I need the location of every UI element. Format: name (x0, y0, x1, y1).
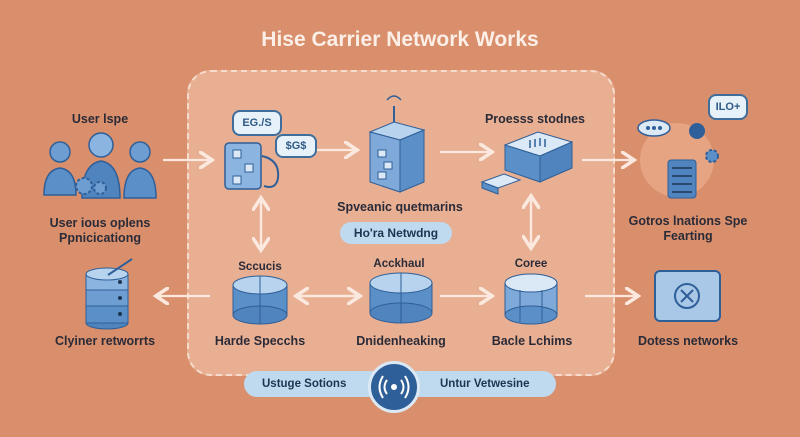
network-pill: Ho'ra Netwdng (340, 222, 452, 244)
middle-label: Spveanic quetmarins (337, 200, 463, 214)
bottom-left-text: Ustuge Sotions (262, 378, 347, 390)
networks-panel-icon (654, 270, 721, 322)
node-2-cylinder-icon (369, 272, 433, 324)
processor-icon (480, 131, 574, 195)
processor-label: Proesss stodnes (484, 112, 586, 126)
switch-icon (224, 142, 280, 190)
wifi-icon (368, 361, 420, 413)
node-3-cylinder-icon (504, 273, 558, 325)
diagram-title: Hise Carrier Network Works (261, 28, 539, 51)
speech-bubble-1: EG./S (232, 110, 282, 136)
node-3-label: Bacle Lchims (491, 334, 573, 348)
gateway-label: Gotros lnations Spe Fearting (628, 214, 748, 243)
flow-arrows (158, 150, 636, 296)
node-3-title: Coree (514, 258, 548, 270)
storage-label: Clyiner retworrts (54, 334, 156, 348)
storage-stack-icon (85, 258, 133, 330)
user-description: User ious oplens Ppnicicationg (49, 216, 151, 245)
node-1-cylinder-icon (232, 275, 288, 325)
gateway-icon (637, 119, 719, 199)
node-1-label: Harde Specchs (214, 334, 306, 348)
bottom-right-text: Untur Vetwesine (440, 378, 530, 390)
user-title: User lspe (71, 112, 129, 126)
speech-bubble-3: ILO+ (708, 94, 748, 120)
node-1-title: Sccucis (238, 261, 282, 273)
networks-label: Dotess networks (637, 334, 739, 348)
node-2-label: Dnidenheaking (356, 334, 446, 348)
central-server-icon (368, 95, 426, 193)
users-icon (43, 132, 157, 199)
speech-bubble-2: $G$ (275, 134, 317, 158)
node-2-title: Acckhaul (373, 258, 425, 270)
